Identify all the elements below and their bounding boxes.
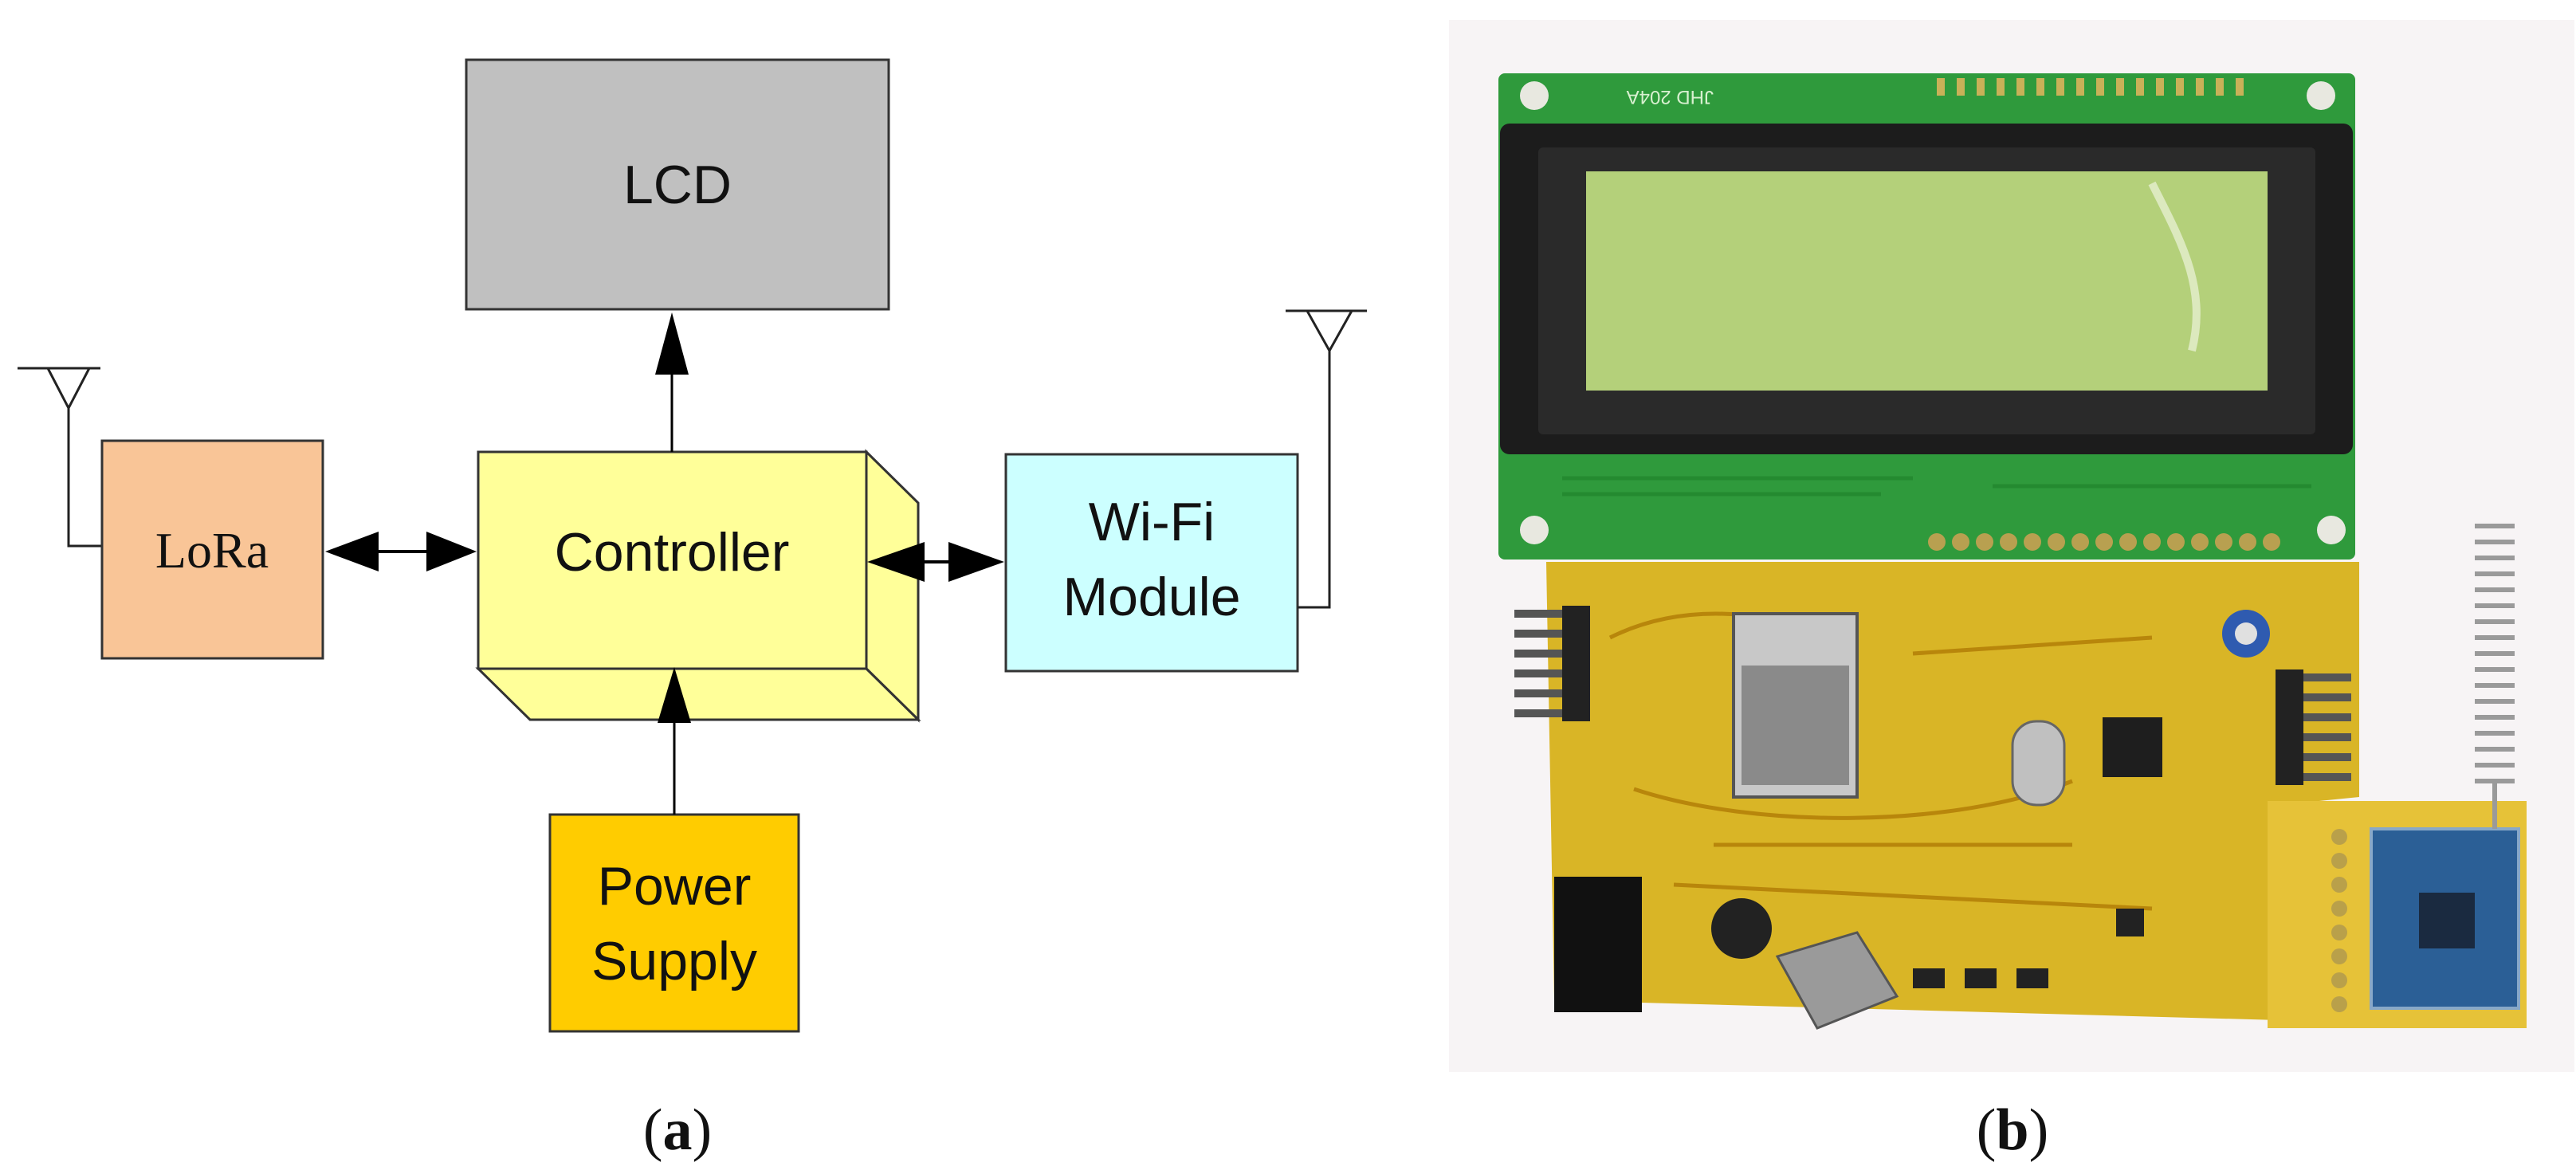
wifi-label-line2: Module (1062, 567, 1240, 627)
wifi-label-line1: Wi-Fi (1089, 492, 1215, 552)
controller-to-lcd-arrow (655, 312, 689, 452)
block-diagram: LCD LoRa Controller Wi-Fi Module (18, 58, 1367, 1033)
controller-wifi-arrow (867, 542, 1004, 582)
lora-antenna-icon (18, 367, 102, 548)
svg-text:(a): (a) (643, 1097, 712, 1163)
main-pcb (1514, 562, 2359, 1030)
power-label-line2: Supply (591, 931, 757, 991)
spring-antenna-icon (2475, 524, 2515, 829)
lcd-label: LCD (623, 155, 732, 215)
caption-b: (b) (1977, 1097, 2048, 1163)
svg-text:(b): (b) (1977, 1097, 2048, 1163)
wifi-antenna-icon (1286, 309, 1367, 609)
lcd-module: JHD 204A (1498, 73, 2355, 560)
caption-b-close: ) (2029, 1097, 2049, 1163)
lcd-block: LCD (465, 58, 890, 311)
power-to-controller-arrow (658, 667, 691, 815)
lcd-silkscreen: JHD 204A (1627, 86, 1714, 108)
lora-controller-arrow (325, 532, 477, 571)
lora-block: LoRa (100, 439, 324, 660)
caption-a-open: ( (643, 1097, 663, 1163)
caption-a: (a) (643, 1097, 712, 1163)
controller-block: Controller (475, 449, 921, 723)
wifi-module-block: Wi-Fi Module (1004, 453, 1299, 673)
caption-a-close: ) (693, 1097, 713, 1163)
power-label-line1: Power (598, 856, 752, 917)
lora-board (2268, 801, 2527, 1028)
hardware-photo: JHD 204A (1449, 20, 2574, 1072)
caption-b-open: ( (1977, 1097, 1997, 1163)
controller-label: Controller (555, 522, 790, 583)
power-supply-block: Power Supply (548, 813, 800, 1033)
caption-b-letter: b (1996, 1097, 2028, 1163)
lora-label: LoRa (155, 522, 269, 579)
caption-a-letter: a (663, 1097, 693, 1163)
